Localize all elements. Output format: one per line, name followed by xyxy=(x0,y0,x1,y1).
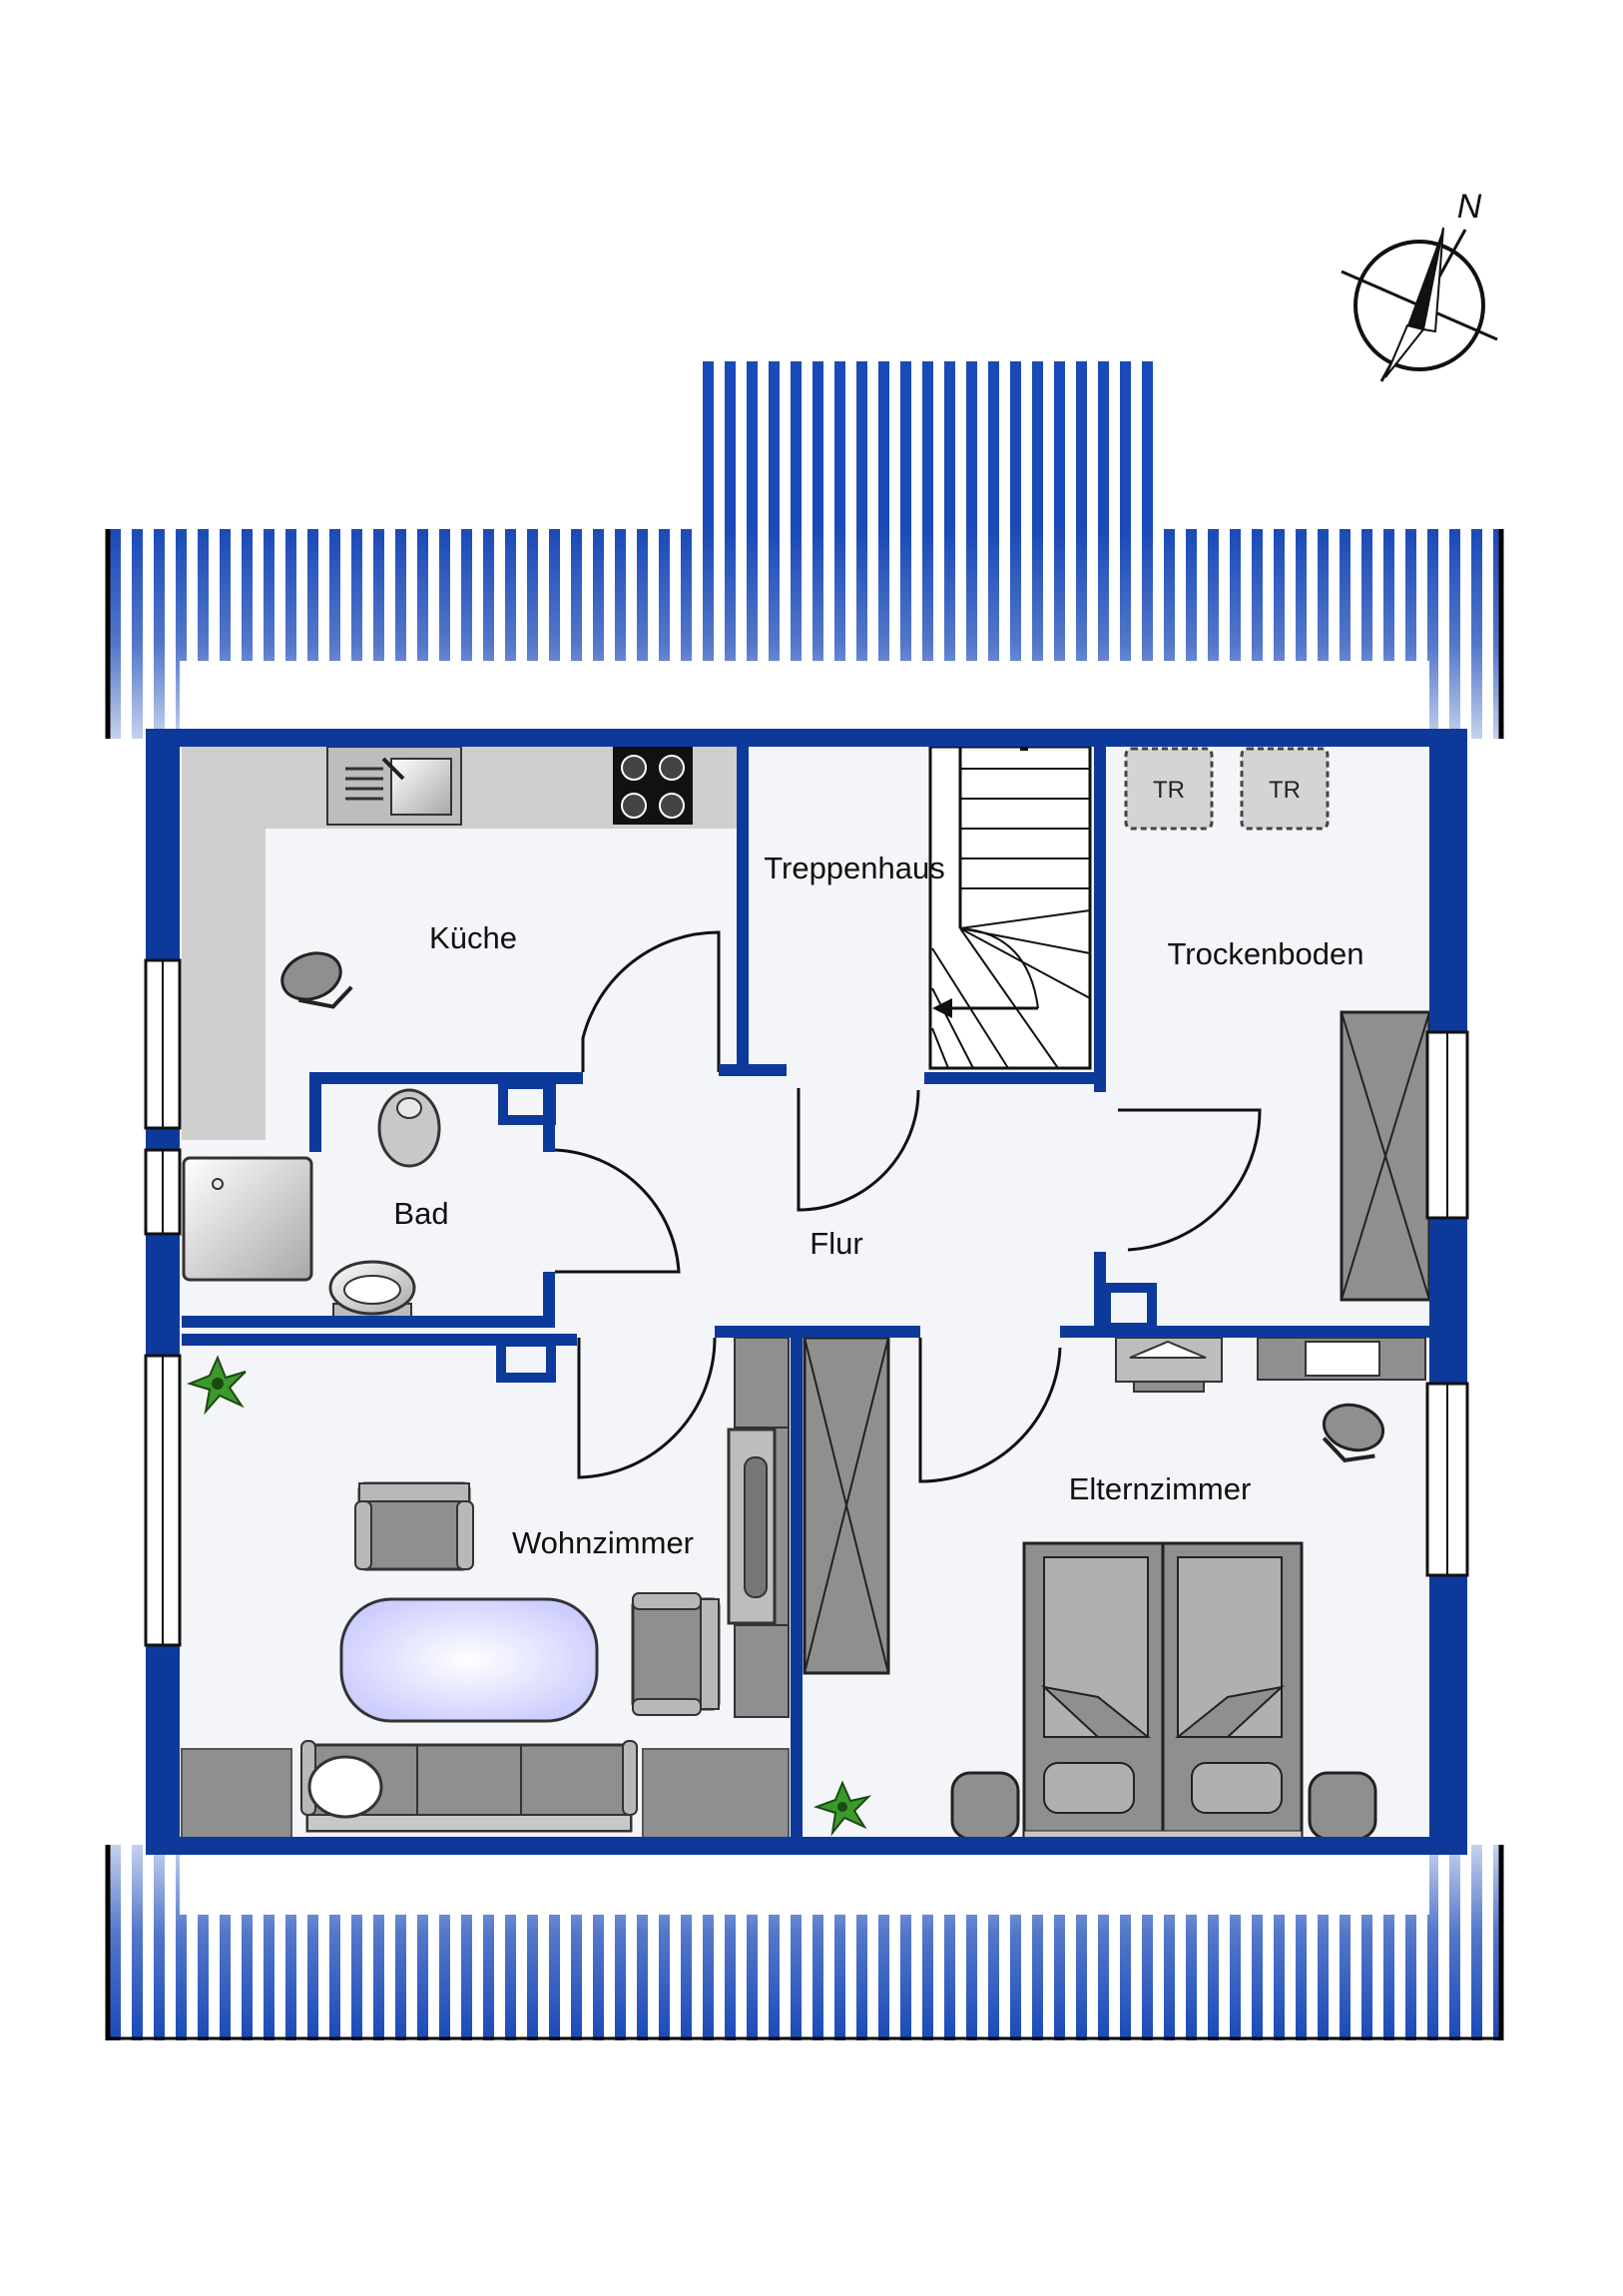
plant-icon xyxy=(812,1780,872,1837)
double-bed xyxy=(1022,1541,1304,1842)
tv-cabinet xyxy=(727,1337,790,1718)
dryer-unit-2: TR xyxy=(1240,747,1330,831)
sideboard-right xyxy=(642,1748,790,1844)
dryer-unit-1: TR xyxy=(1124,747,1214,831)
washbasin-icon xyxy=(328,1260,416,1319)
wardrobe-bedroom xyxy=(803,1336,890,1675)
sofa xyxy=(300,1740,638,1833)
door-wohnzimmer xyxy=(577,1337,717,1479)
door-kueche xyxy=(581,930,721,1072)
room-label-kueche: Küche xyxy=(429,920,517,955)
kitchen-counter xyxy=(182,746,739,1140)
door-treppenhaus xyxy=(797,1088,920,1212)
cabinet-trockenboden xyxy=(1340,1010,1431,1302)
dryer-label-1: TR xyxy=(1153,777,1185,804)
toilet-icon xyxy=(377,1088,441,1168)
nightstand-right xyxy=(1308,1771,1377,1841)
roof-hatching xyxy=(105,361,1504,2040)
dryer-label-2: TR xyxy=(1269,777,1301,804)
chair-icon xyxy=(280,951,353,1009)
armchair-top xyxy=(354,1481,474,1571)
room-label-treppenhaus: Treppenhaus xyxy=(764,851,945,885)
dresser-bedroom xyxy=(1257,1337,1426,1381)
north-label: N xyxy=(1457,188,1482,226)
compass-icon: N xyxy=(1341,188,1498,382)
armchair-right xyxy=(631,1592,721,1716)
room-label-elternzimmer: Elternzimmer xyxy=(1069,1471,1252,1506)
windows xyxy=(144,958,1469,1647)
walls xyxy=(146,729,1467,1855)
door-trockenboden xyxy=(1118,1108,1262,1252)
sideboard-left xyxy=(181,1748,292,1844)
room-label-trockenboden: Trockenboden xyxy=(1167,936,1363,971)
room-label-bad: Bad xyxy=(393,1196,448,1231)
plant-icon xyxy=(186,1355,247,1416)
doors xyxy=(554,930,1262,1483)
shower-icon xyxy=(182,1156,313,1282)
door-bad xyxy=(554,1148,681,1274)
dormer-roof xyxy=(693,361,1162,529)
coffee-table xyxy=(339,1597,599,1723)
chair-icon xyxy=(1322,1403,1385,1462)
room-label-wohnzimmer: Wohnzimmer xyxy=(512,1525,694,1560)
staircase xyxy=(928,743,1092,1070)
nightstand-left xyxy=(950,1771,1020,1841)
door-elternzimmer xyxy=(918,1338,1062,1483)
room-label-flur: Flur xyxy=(810,1226,862,1261)
